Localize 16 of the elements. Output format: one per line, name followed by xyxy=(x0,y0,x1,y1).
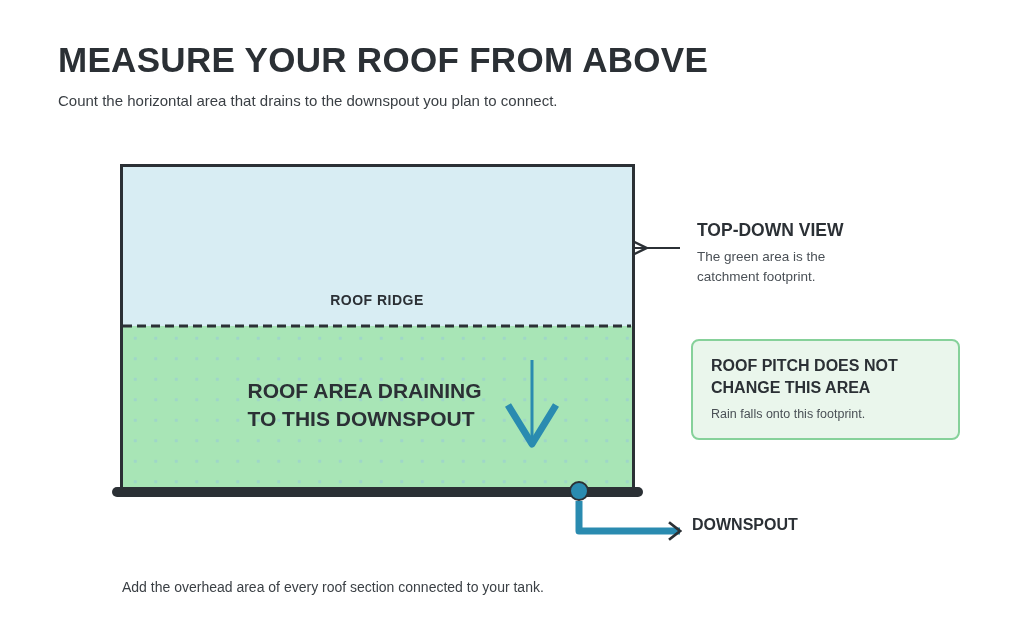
area-label: ROOF AREA DRAINING TO THIS DOWNSPOUT xyxy=(247,378,483,432)
note-heading: TOP-DOWN VIEW xyxy=(697,220,845,241)
title: MEASURE YOUR ROOF FROM ABOVE xyxy=(58,40,709,80)
ridge-label: ROOF RIDGE xyxy=(329,291,425,308)
info-card xyxy=(691,339,960,440)
leader-line xyxy=(633,240,681,256)
roof-ridge-area xyxy=(119,163,635,326)
card-heading: ROOF PITCH DOES NOT CHANGE THIS AREA xyxy=(711,356,899,398)
note-text: Add the overhead area of every roof section connected to your tank. xyxy=(122,579,544,595)
subtitle: Count the horizontal area that drains to the downspout you plan to connect. xyxy=(58,92,558,109)
downspout-outlet xyxy=(569,481,589,501)
pipe-arrow xyxy=(575,501,682,542)
card-body: Rain falls onto this footprint. xyxy=(711,407,867,421)
note-body: The green area is the catchment footprint. xyxy=(697,248,827,286)
downspout-label: DOWNSPOUT xyxy=(692,516,798,534)
catchment-area xyxy=(119,326,635,488)
